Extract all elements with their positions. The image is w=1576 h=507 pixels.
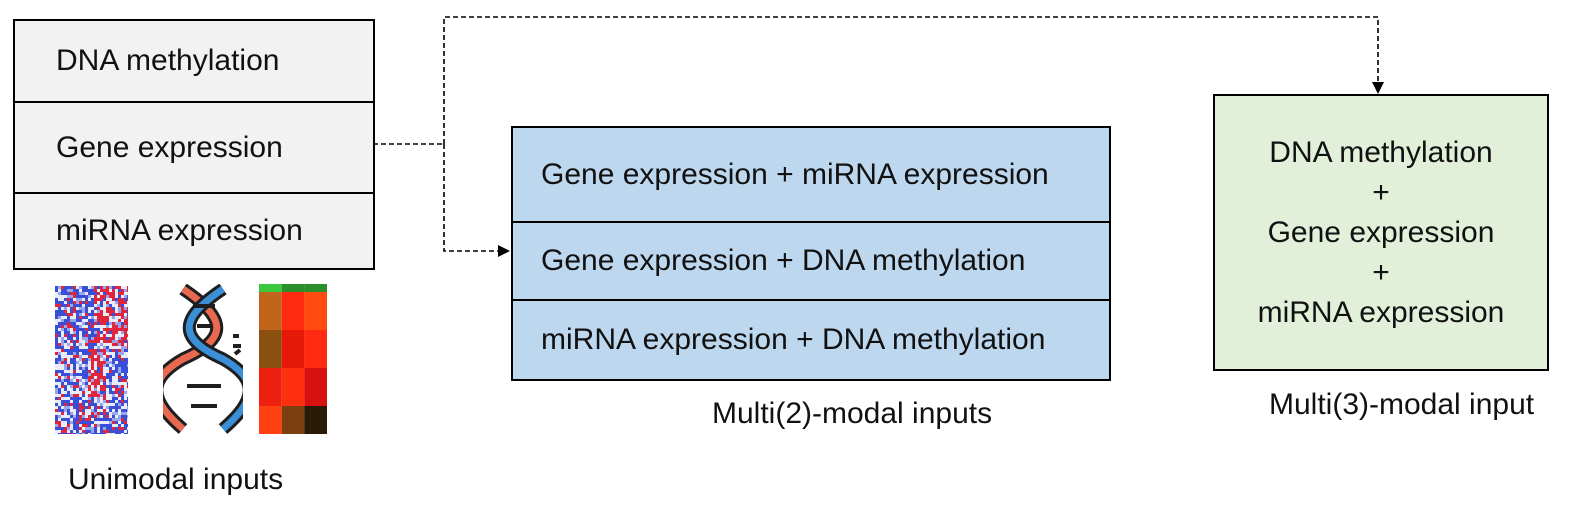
unimodal-box: DNA methylation Gene expression miRNA ex… (13, 19, 375, 270)
arrow-to-multi2 (443, 144, 510, 257)
dna-helix-icon (163, 284, 243, 434)
unimodal-row-dna-methylation: DNA methylation (56, 44, 280, 77)
multi2-caption: Multi(2)-modal inputs (712, 397, 993, 430)
unimodal-row-gene-expression: Gene expression (15, 101, 373, 192)
multi3-line-dna-methylation: DNA methylation (1269, 135, 1493, 169)
heatmap-icon (55, 286, 128, 434)
multi3-line-gene-expression: Gene expression (1267, 215, 1495, 249)
multi2-row-gene-mirna: Gene expression + miRNA expression (541, 157, 1049, 191)
expression-heatmap-icon (259, 284, 327, 434)
unimodal-row-mirna-expression: miRNA expression (15, 192, 373, 268)
multi3-caption: Multi(3)-modal input (1269, 388, 1535, 421)
arrow-to-multi3 (443, 16, 1384, 144)
multi3-plus-2: + (1372, 255, 1390, 289)
multi3-box: DNA methylation + Gene expression + miRN… (1213, 94, 1549, 371)
multi3-line-mirna-expression: miRNA expression (1257, 295, 1505, 329)
unimodal-caption: Unimodal inputs (68, 463, 284, 496)
multi3-plus-1: + (1372, 175, 1390, 209)
multi2-box: Gene expression + miRNA expression Gene … (511, 126, 1111, 381)
multi2-row-gene-dna: Gene expression + DNA methylation (513, 221, 1109, 299)
multi2-row-mirna-dna: miRNA expression + DNA methylation (513, 299, 1109, 379)
